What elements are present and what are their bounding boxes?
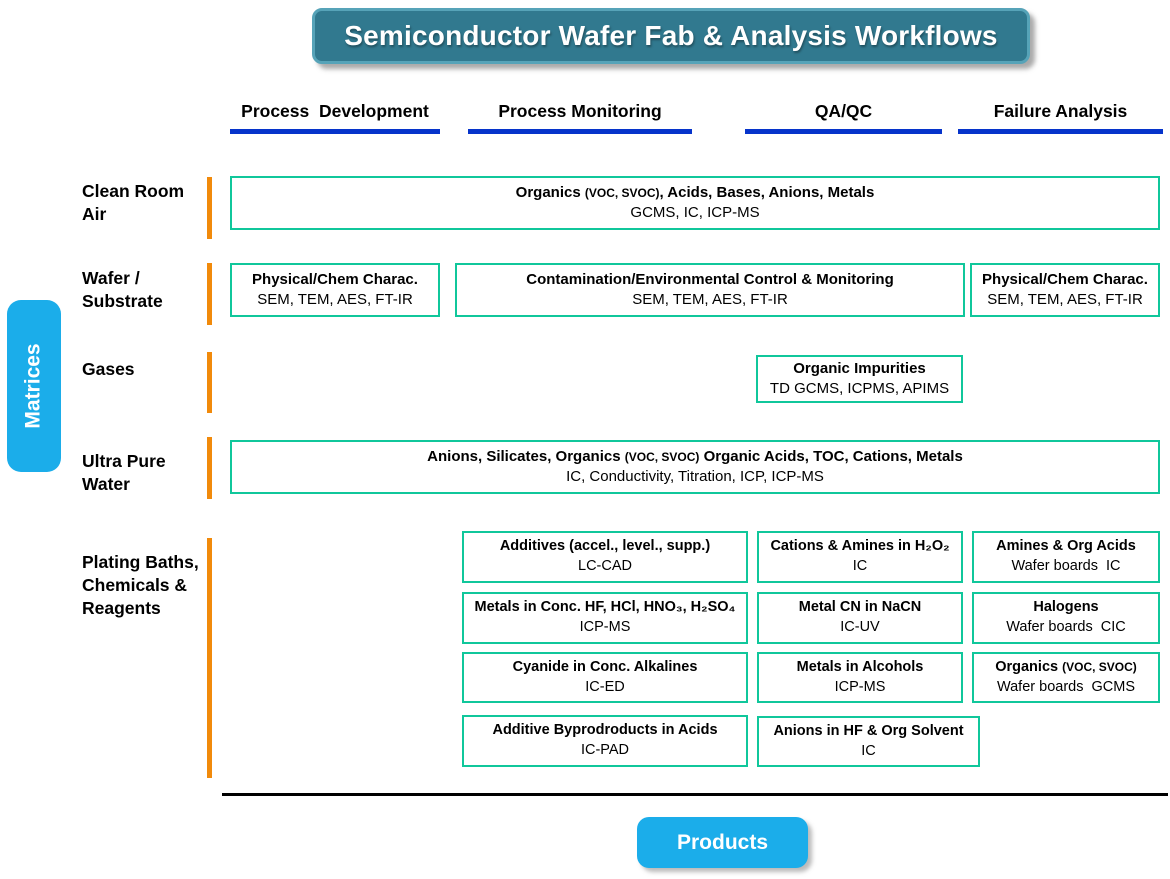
box-title: Metals in Conc. HF, HCl, HNO₃, H₂SO₄ [474, 599, 736, 616]
box-methods: Wafer boards GCMS [996, 678, 1136, 695]
box-methods: Wafer boards CIC [1006, 619, 1126, 635]
box-methods: IC, Conductivity, Titration, ICP, ICP-MS [566, 468, 824, 485]
box-plating-cyanide: Cyanide in Conc. Alkalines IC-ED [462, 652, 748, 703]
box-plating-metals-conc-acids: Metals in Conc. HF, HCl, HNO₃, H₂SO₄ ICP… [462, 592, 748, 644]
row-label-clean-room-air: Clean Room Air [82, 181, 185, 225]
row-label-ultra-pure-water: Ultra Pure Water [82, 451, 166, 495]
box-plating-anions-hf: Anions in HF & Org Solvent IC [757, 716, 980, 767]
products-button[interactable]: Products [637, 817, 808, 868]
box-title: Organic Impurities [793, 359, 926, 377]
box-wafer-monitoring-qaqc: Contamination/Environmental Control & Mo… [455, 263, 965, 317]
box-plating-amines-org-acids: Amines & Org Acids Wafer boards IC [972, 531, 1160, 583]
products-divider-line [222, 793, 1168, 796]
column-label: QA/QC [814, 101, 873, 121]
box-title: Amines & Org Acids [996, 538, 1136, 555]
matrices-label: Matrices [22, 343, 45, 429]
box-methods: IC [852, 558, 868, 574]
box-plating-additive-byproducts: Additive Byprodroducts in Acids IC-PAD [462, 715, 748, 767]
box-title: Physical/Chem Charac. [982, 270, 1148, 288]
row-bracket-bar-gases [207, 352, 212, 413]
box-plating-organics: Organics (VOC, SVOC) Wafer boards GCMS [972, 652, 1160, 703]
box-methods: TD GCMS, ICPMS, APIMS [769, 380, 950, 397]
box-ultra-pure-water: Anions, Silicates, Organics (VOC, SVOC) … [230, 440, 1160, 494]
box-methods: GCMS, IC, ICP-MS [630, 204, 760, 221]
box-plating-additives: Additives (accel., level., supp.) LC-CAD [462, 531, 748, 583]
column-header-qa-qc: QA/QC [745, 101, 942, 134]
box-methods: ICP-MS [834, 678, 886, 695]
box-title: Additive Byprodroducts in Acids [492, 722, 718, 739]
box-wafer-process-development: Physical/Chem Charac. SEM, TEM, AES, FT-… [230, 263, 440, 317]
column-header-process-monitoring: Process Monitoring [468, 101, 692, 134]
row-bracket-bar-wafer [207, 263, 212, 325]
column-header-process-development: Process Development [230, 101, 440, 134]
title-banner: Semiconductor Wafer Fab & Analysis Workf… [312, 8, 1030, 64]
box-methods: IC [861, 742, 876, 759]
box-wafer-failure-analysis: Physical/Chem Charac. SEM, TEM, AES, FT-… [970, 263, 1160, 317]
box-title: Additives (accel., level., supp.) [499, 538, 711, 555]
box-plating-halogens: Halogens Wafer boards CIC [972, 592, 1160, 644]
row-bracket-bar-plating [207, 538, 212, 778]
box-title: Anions in HF & Org Solvent [773, 722, 964, 739]
box-title: Organics (VOC, SVOC) [995, 658, 1137, 675]
box-gases-qaqc: Organic Impurities TD GCMS, ICPMS, APIMS [756, 355, 963, 403]
column-underline [745, 129, 942, 134]
box-title: Contamination/Environmental Control & Mo… [526, 270, 894, 288]
column-underline [958, 129, 1163, 134]
row-label-plating-baths: Plating Baths, Chemicals & Reagents [82, 552, 199, 619]
box-methods: SEM, TEM, AES, FT-IR [257, 291, 413, 308]
box-methods: IC-PAD [580, 742, 630, 758]
box-title: Metal CN in NaCN [798, 599, 922, 616]
box-title: Physical/Chem Charac. [252, 270, 418, 288]
matrices-tab: Matrices [7, 300, 61, 472]
box-clean-room-air: Organics (VOC, SVOC), Acids, Bases, Anio… [230, 176, 1160, 230]
products-button-label: Products [676, 830, 768, 854]
box-methods: SEM, TEM, AES, FT-IR [632, 291, 788, 308]
box-plating-cations-amines: Cations & Amines in H₂O₂ IC [757, 531, 963, 583]
column-underline [468, 129, 692, 134]
box-methods: Wafer boards IC [1011, 558, 1121, 574]
box-title: Cations & Amines in H₂O₂ [770, 538, 950, 555]
page-title: Semiconductor Wafer Fab & Analysis Workf… [344, 20, 998, 51]
column-underline [230, 129, 440, 134]
box-methods: IC-ED [585, 678, 625, 695]
box-plating-metals-alcohols: Metals in Alcohols ICP-MS [757, 652, 963, 703]
box-methods: ICP-MS [579, 619, 631, 635]
box-title: Cyanide in Conc. Alkalines [512, 658, 698, 675]
column-header-failure-analysis: Failure Analysis [958, 101, 1163, 134]
row-label-gases: Gases [82, 359, 135, 379]
box-title: Anions, Silicates, Organics (VOC, SVOC) … [427, 447, 963, 465]
row-bracket-bar-upw [207, 437, 212, 499]
row-label-wafer-substrate: Wafer / Substrate [82, 268, 163, 312]
box-title: Organics (VOC, SVOC), Acids, Bases, Anio… [515, 183, 875, 201]
column-label: Process Monitoring [498, 101, 662, 121]
box-methods: SEM, TEM, AES, FT-IR [987, 291, 1143, 308]
column-label: Failure Analysis [993, 101, 1128, 121]
column-label: Process Development [241, 101, 429, 121]
row-bracket-bar-clean-room [207, 177, 212, 239]
box-title: Halogens [1033, 599, 1099, 616]
box-methods: IC-UV [840, 619, 880, 635]
box-title: Metals in Alcohols [796, 658, 924, 675]
box-plating-metal-cn: Metal CN in NaCN IC-UV [757, 592, 963, 644]
box-methods: LC-CAD [578, 558, 632, 574]
